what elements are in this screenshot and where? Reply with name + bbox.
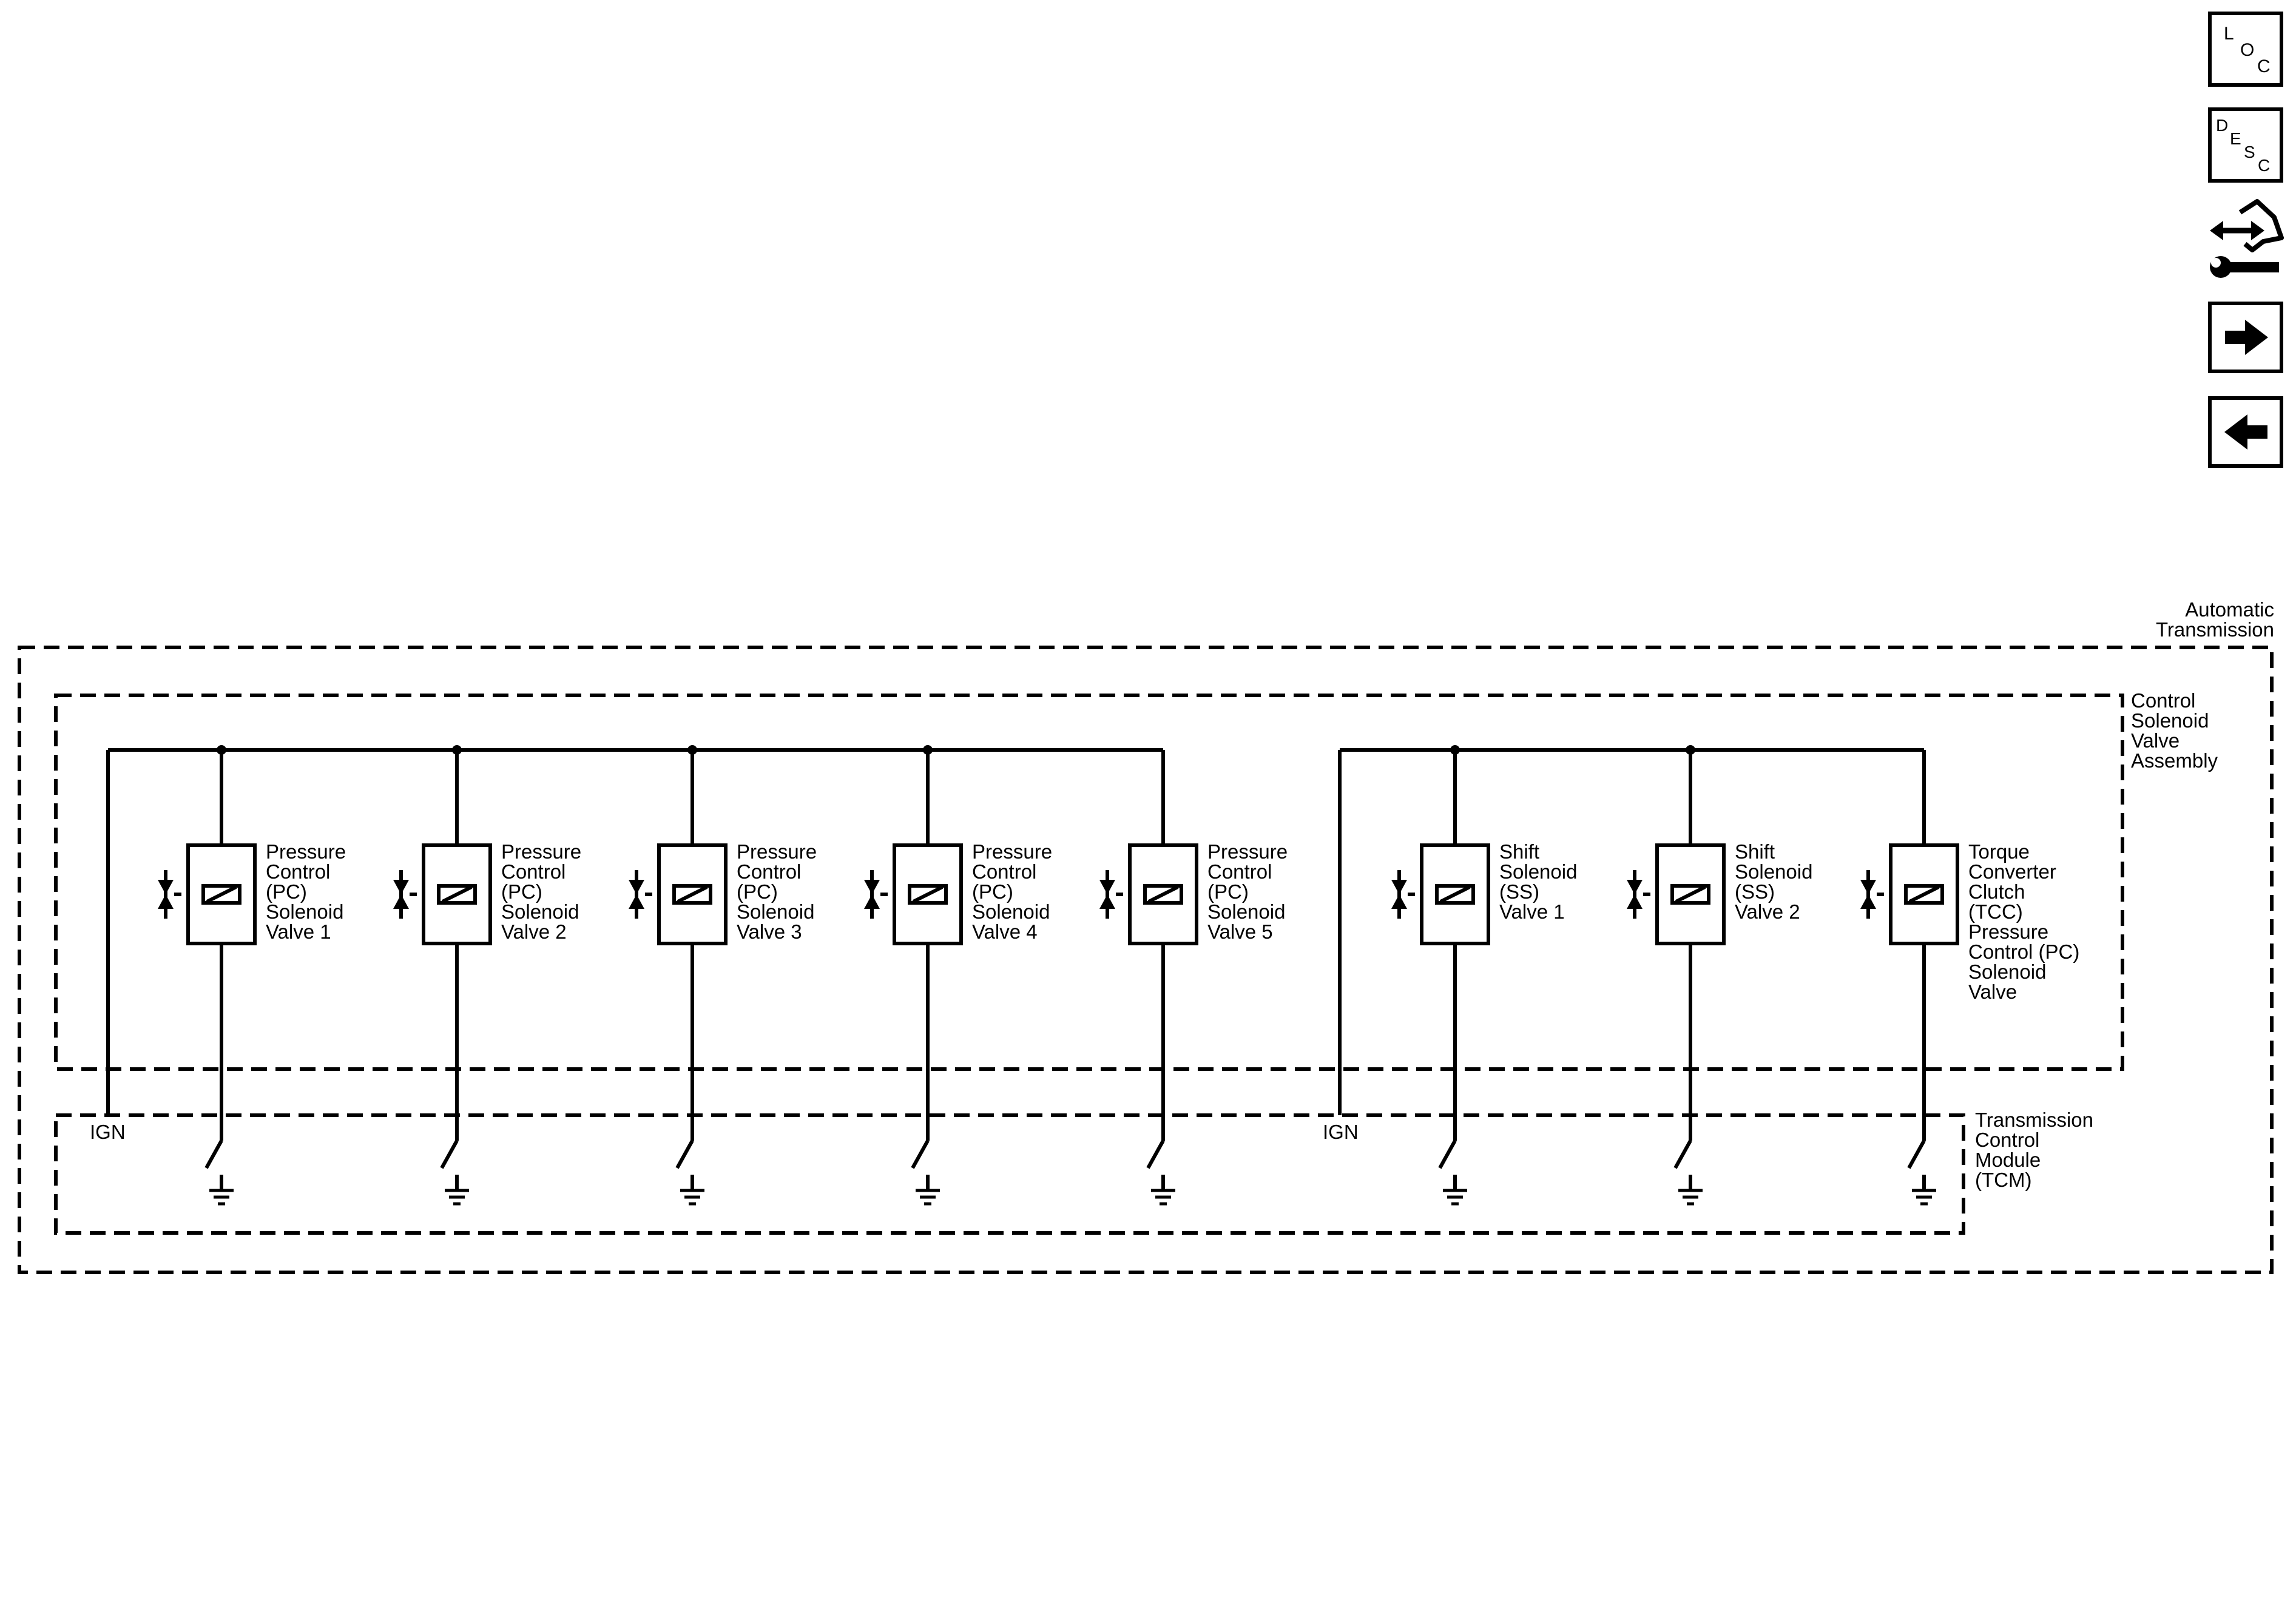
loc-button[interactable]: L O C bbox=[2208, 12, 2283, 87]
valve-triangle bbox=[393, 894, 409, 909]
switch-contact bbox=[1673, 1139, 1692, 1169]
svg-text:Assembly: Assembly bbox=[2131, 749, 2218, 772]
coil-slash bbox=[912, 885, 944, 903]
arrow-right-icon bbox=[2225, 320, 2268, 355]
coil-slash bbox=[1675, 885, 1706, 903]
control-solenoid-valve-assembly-label: Control Solenoid Valve Assembly bbox=[2131, 689, 2218, 772]
previous-button[interactable] bbox=[2208, 396, 2283, 468]
valve-triangle bbox=[629, 894, 644, 909]
coil-slash bbox=[441, 885, 473, 903]
svg-text:Module: Module bbox=[1975, 1149, 2041, 1171]
solenoid-coil bbox=[437, 884, 477, 905]
tcm-boundary bbox=[54, 1113, 1965, 1235]
desc-letter-s: S bbox=[2244, 143, 2255, 161]
svg-text:Transmission: Transmission bbox=[2156, 618, 2274, 641]
svg-text:(TCM): (TCM) bbox=[1975, 1169, 2031, 1191]
automatic-transmission-label: Automatic Transmission bbox=[2156, 598, 2274, 641]
loc-letter-c: C bbox=[2257, 56, 2271, 76]
valve-triangle bbox=[393, 880, 409, 894]
switch-contact bbox=[911, 1139, 930, 1169]
valve-triangle bbox=[1860, 894, 1876, 909]
switch-contact bbox=[1146, 1139, 1165, 1169]
switch-contact bbox=[204, 1139, 223, 1169]
automatic-transmission-boundary bbox=[18, 646, 2274, 1274]
valve-triangle bbox=[1627, 880, 1643, 894]
coil-slash bbox=[1439, 885, 1471, 903]
solenoid-coil bbox=[201, 884, 241, 905]
next-button[interactable] bbox=[2208, 302, 2283, 373]
switch-contact bbox=[1438, 1139, 1457, 1169]
coil-slash bbox=[206, 885, 237, 903]
solenoid-coil bbox=[1904, 884, 1944, 905]
desc-letter-c: C bbox=[2258, 156, 2270, 175]
solenoid-coil bbox=[1435, 884, 1475, 905]
loc-letter-o: O bbox=[2240, 40, 2254, 60]
valve-triangle bbox=[1391, 880, 1407, 894]
switch-contact bbox=[1907, 1139, 1926, 1169]
arrow-left-icon bbox=[2224, 414, 2267, 450]
valve-triangle bbox=[158, 880, 174, 894]
solenoid-coil bbox=[1143, 884, 1183, 905]
svg-text:Solenoid: Solenoid bbox=[2131, 709, 2209, 732]
coil-slash bbox=[1908, 885, 1940, 903]
loc-letter-l: L bbox=[2224, 24, 2234, 44]
ign-bus-left: IGN bbox=[90, 748, 1163, 1143]
valve-triangle bbox=[158, 894, 174, 909]
valve-triangle bbox=[864, 894, 880, 909]
svg-text:Automatic: Automatic bbox=[2185, 598, 2274, 621]
solenoid-coil bbox=[672, 884, 712, 905]
coil-slash bbox=[677, 885, 708, 903]
coil-slash bbox=[1147, 885, 1179, 903]
valve-triangle bbox=[1099, 894, 1115, 909]
ign-label-right: IGN bbox=[1323, 1121, 1359, 1143]
valve-triangle bbox=[1391, 894, 1407, 909]
valve-triangle bbox=[1627, 894, 1643, 909]
valve-triangle bbox=[864, 880, 880, 894]
desc-letter-d: D bbox=[2216, 116, 2228, 135]
svg-text:Transmission: Transmission bbox=[1975, 1109, 2093, 1131]
desc-letter-e: E bbox=[2230, 129, 2241, 148]
switch-contact bbox=[440, 1139, 459, 1169]
svg-text:Valve: Valve bbox=[2131, 729, 2180, 752]
valve-triangle bbox=[629, 880, 644, 894]
valve-triangle bbox=[1099, 880, 1115, 894]
solenoid-coil bbox=[1670, 884, 1710, 905]
svg-text:Control: Control bbox=[2131, 689, 2195, 712]
ign-bus-right: IGN bbox=[1323, 748, 1924, 1143]
solenoid-coil bbox=[908, 884, 948, 905]
connector-wrench-icon[interactable] bbox=[2210, 199, 2284, 278]
valve-triangle bbox=[1860, 880, 1876, 894]
svg-text:Control: Control bbox=[1975, 1129, 2039, 1151]
control-solenoid-valve-assembly-boundary bbox=[54, 694, 2124, 1071]
tcm-label: Transmission Control Module (TCM) bbox=[1975, 1109, 2093, 1191]
ign-label-left: IGN bbox=[90, 1121, 126, 1143]
switch-contact bbox=[675, 1139, 694, 1169]
desc-button[interactable]: D E S C bbox=[2208, 107, 2283, 183]
